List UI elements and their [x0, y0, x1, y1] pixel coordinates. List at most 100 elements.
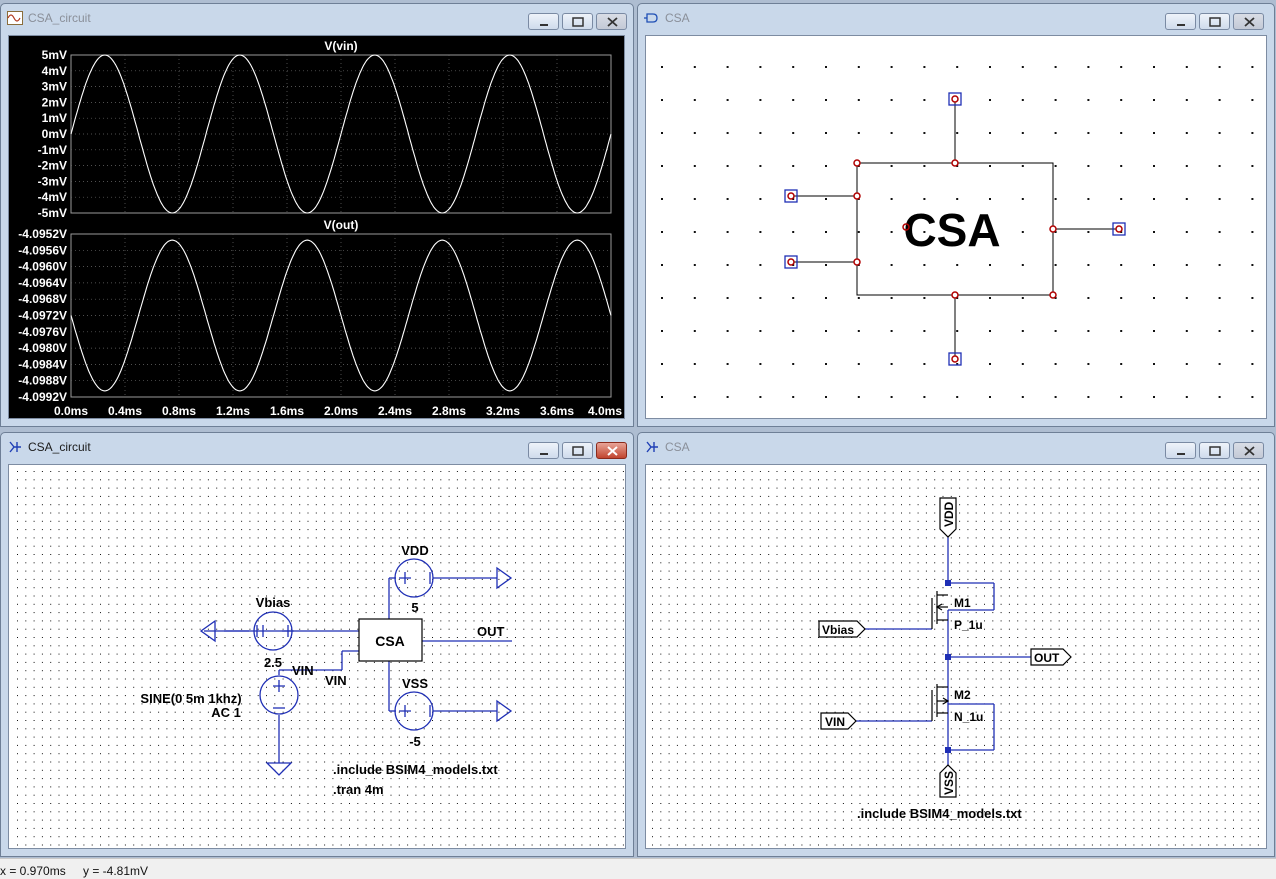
grid-dot: [473, 653, 475, 655]
grid-dot: [718, 827, 720, 829]
schematic-drawing[interactable]: VDD VSS Vbias VIN OUT M1 P_1u M2 N_1u .i…: [646, 465, 1267, 849]
vbias-value[interactable]: 2.5: [264, 655, 282, 670]
out-net-label[interactable]: OUT: [477, 624, 505, 639]
minimize-button[interactable]: [528, 442, 559, 459]
grid-dot: [693, 479, 695, 481]
close-button[interactable]: [596, 442, 627, 459]
pin-box[interactable]: [948, 92, 962, 106]
source-symbols[interactable]: [199, 558, 513, 776]
grid-dot: [249, 628, 251, 630]
grid-dot: [41, 778, 43, 780]
grid-dot: [41, 769, 43, 771]
circuit-titlebar[interactable]: CSA_circuit: [1, 433, 633, 461]
maximize-button[interactable]: [562, 442, 593, 459]
grid-dot: [17, 678, 18, 680]
grid-dot: [759, 794, 761, 796]
ac-spec[interactable]: AC 1: [211, 705, 241, 720]
include-directive[interactable]: .include BSIM4_models.txt: [333, 762, 498, 777]
vss-name[interactable]: VSS: [402, 676, 428, 691]
grid-dot: [266, 753, 267, 755]
symbol-pins[interactable]: [784, 92, 1126, 366]
symbol-drawing[interactable]: CSA: [646, 36, 1267, 419]
grid-dot: [859, 753, 861, 755]
circuit-window[interactable]: CSA_circuit: [0, 432, 634, 857]
grid-dot: [365, 537, 367, 539]
grid-dot: [357, 495, 359, 497]
symbol-window[interactable]: CSA CSA: [637, 3, 1275, 427]
vdd-value[interactable]: 5: [411, 600, 418, 615]
vin-net-label[interactable]: VIN: [292, 663, 314, 678]
grid-dot: [564, 570, 566, 572]
schematic-canvas[interactable]: VDD VSS Vbias VIN OUT M1 P_1u M2 N_1u .i…: [645, 464, 1267, 849]
schematic-window[interactable]: CSA: [637, 432, 1275, 857]
grid-dot: [266, 653, 267, 655]
close-button[interactable]: [596, 13, 627, 30]
grid-dot: [710, 603, 712, 605]
minimize-button[interactable]: [1165, 13, 1196, 30]
csa-block[interactable]: [358, 618, 423, 662]
pin-box[interactable]: [784, 255, 798, 269]
grid-dot: [506, 504, 508, 506]
grid-dot: [676, 487, 678, 489]
grid-dot: [668, 728, 670, 730]
waveform-plots[interactable]: V(vin)5mV4mV3mV2mV1mV0mV-1mV-2mV-3mV-4mV…: [9, 36, 625, 419]
grid-dot: [701, 761, 703, 763]
grid-dot: [685, 587, 687, 589]
grid-dot: [842, 736, 844, 738]
circuit-canvas[interactable]: CSA Vbias 2.5 VDD 5 VSS -5 OUT VIN VIN S…: [8, 464, 626, 849]
grid-dot: [324, 827, 326, 829]
grid-dot: [515, 728, 516, 730]
grid-dot: [299, 836, 301, 838]
maximize-button[interactable]: [562, 13, 593, 30]
waveform-titlebar[interactable]: CSA_circuit: [1, 4, 633, 32]
minimize-button[interactable]: [528, 13, 559, 30]
symbol-canvas[interactable]: CSA: [645, 35, 1267, 419]
vin-net-label-2[interactable]: VIN: [325, 673, 347, 688]
grid-dot: [299, 554, 301, 555]
grid-dot: [548, 570, 550, 572]
grid-dot: [241, 736, 243, 738]
grid-dot: [556, 836, 558, 838]
vbias-name[interactable]: Vbias: [256, 595, 291, 610]
grid-dot: [784, 686, 786, 688]
grid-dot: [768, 529, 770, 531]
pin-anchor: [1049, 225, 1057, 233]
tran-directive[interactable]: .tran 4m: [333, 782, 384, 797]
grid-dot: [710, 479, 712, 481]
grid-dot: [793, 529, 795, 531]
grid-dot: [199, 811, 201, 813]
symbol-label[interactable]: CSA: [903, 204, 1000, 256]
sine-spec[interactable]: SINE(0 5m 1khz): [140, 691, 241, 706]
vss-value[interactable]: -5: [409, 734, 421, 749]
close-button[interactable]: [1233, 442, 1264, 459]
minimize-button[interactable]: [1165, 442, 1196, 459]
schematic-titlebar[interactable]: CSA: [638, 433, 1274, 461]
pin-box[interactable]: [948, 352, 962, 366]
close-button[interactable]: [1233, 13, 1264, 30]
grid-dot: [473, 471, 475, 472]
grid-dot: [191, 720, 193, 721]
grid-dot: [299, 761, 301, 763]
maximize-button[interactable]: [1199, 13, 1230, 30]
pin-box[interactable]: [784, 189, 798, 203]
grid-dot: [83, 471, 85, 472]
vin-plot-pane[interactable]: V(vin)5mV4mV3mV2mV1mV0mV-1mV-2mV-3mV-4mV…: [38, 39, 612, 220]
trace-line[interactable]: [70, 54, 612, 214]
pin-box[interactable]: [1112, 222, 1126, 236]
grid-dot: [498, 819, 500, 821]
symbol-titlebar[interactable]: CSA: [638, 4, 1274, 32]
vdd-name[interactable]: VDD: [401, 543, 428, 558]
trace-line[interactable]: [70, 239, 612, 392]
grid-dot: [448, 744, 450, 746]
grid-dot: [693, 603, 695, 605]
grid-dot: [83, 620, 85, 622]
circuit-drawing[interactable]: CSA Vbias 2.5 VDD 5 VSS -5 OUT VIN VIN S…: [9, 465, 626, 849]
grid-dot: [357, 529, 359, 531]
vout-plot-pane[interactable]: V(out)-4.0952V-4.0956V-4.0960V-4.0964V-4…: [18, 218, 612, 404]
grid-dot: [701, 620, 703, 622]
grid-dot: [465, 819, 467, 821]
maximize-button[interactable]: [1199, 442, 1230, 459]
grid-dot: [718, 678, 720, 680]
